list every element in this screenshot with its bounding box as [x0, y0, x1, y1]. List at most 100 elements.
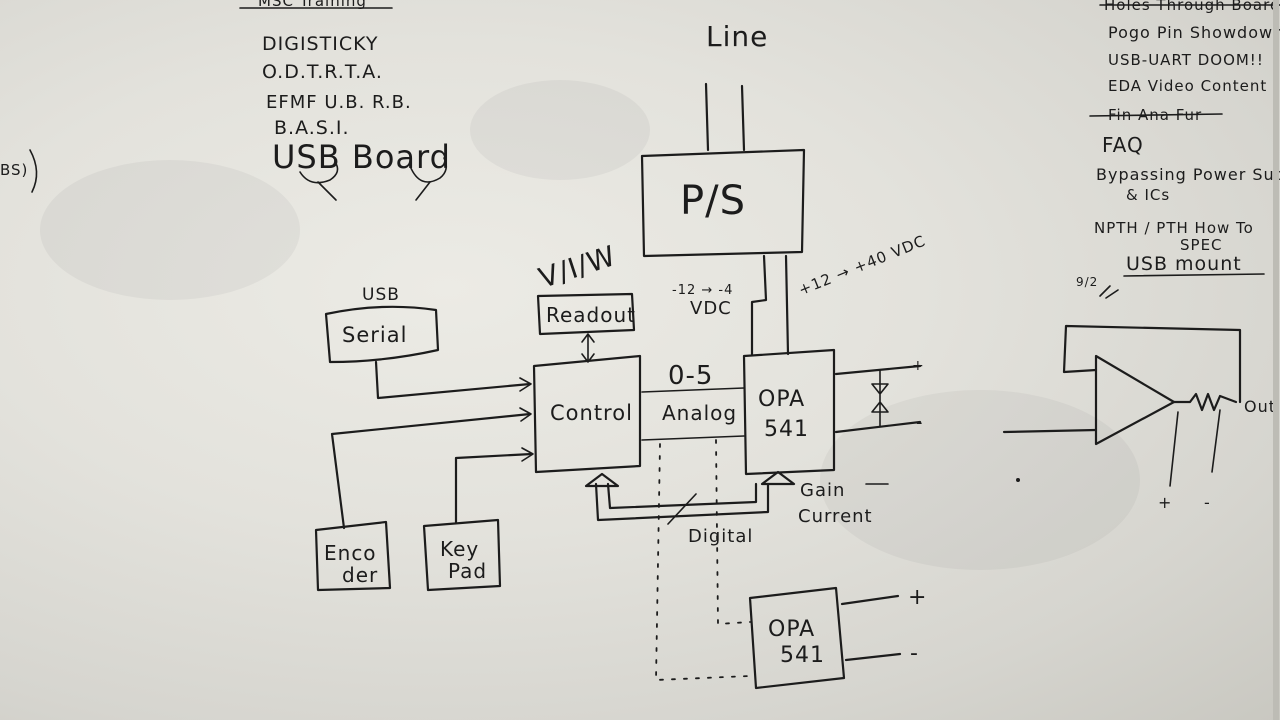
readout-arrow [581, 333, 595, 363]
sense-plus-label: + [1158, 493, 1172, 512]
smudge [470, 80, 650, 180]
keypad-label-b: Pad [448, 559, 487, 583]
readout-box [536, 292, 636, 336]
analog-label: Analog [662, 401, 737, 425]
gain-label: Gain [800, 480, 845, 501]
control-box [532, 354, 642, 474]
supply-wire-pos [784, 254, 790, 356]
usb-board-stem-1 [317, 181, 337, 201]
keypad-label-a: Key [440, 537, 479, 561]
vneg-label: -12 → -4 [672, 283, 733, 298]
serial-box [324, 305, 440, 364]
current-label: Current [798, 506, 873, 527]
opamp-triangle [1094, 354, 1176, 446]
supply-wire-neg [750, 254, 768, 356]
vdc-label: VDC [690, 298, 732, 319]
notes-right-item-7: Bypassing Power Supp [1096, 165, 1280, 184]
notes-right-item-9: NPTH / PTH How To [1094, 219, 1254, 237]
feedback-arrowhead-left [584, 472, 620, 488]
opamp-out-label: Out [1244, 397, 1276, 416]
notes-right-item-11: USB mount [1126, 253, 1242, 275]
notes-right-item-2: Pogo Pin Showdown [1108, 23, 1280, 42]
usb-board-stem-2 [415, 181, 431, 201]
line-label: Line [706, 20, 768, 53]
sense-minus-label: - [1204, 493, 1211, 512]
notes-right-item-1: Holes Through Boards [1104, 0, 1280, 14]
notes-left-item-2: O.D.T.R.T.A. [262, 61, 383, 83]
left-edge-text: BS) [0, 161, 28, 179]
usb-mount-underline [1123, 273, 1265, 277]
dotted-wire-outer [655, 443, 751, 681]
encoder-label-b: der [342, 563, 378, 587]
power-supply-box [640, 148, 806, 258]
analog-line-bottom [641, 435, 745, 441]
bottom-plus-label: + [908, 585, 927, 610]
output-minus-wire [834, 420, 922, 434]
smudge [40, 160, 300, 300]
bus-slash [667, 493, 697, 525]
notes-left-item-5: USB Board [272, 138, 451, 176]
range-label: 0-5 [668, 361, 713, 391]
encoder-arrowhead [519, 407, 532, 422]
analog-line-top [641, 387, 745, 393]
feedback-arrowhead-right [760, 470, 796, 486]
serial-label: Serial [342, 323, 407, 347]
serial-to-control-wire [374, 360, 532, 400]
feedback-loop-outer [594, 482, 770, 522]
usb-board-loop-1 [299, 161, 339, 184]
bottom-output-minus [844, 652, 902, 662]
opa541-top-label-b: 541 [764, 417, 809, 442]
opa541-bottom-label-b: 541 [780, 643, 825, 668]
usb-label: USB [362, 285, 400, 305]
smudge [820, 390, 1140, 570]
shunt-resistor [1172, 392, 1238, 412]
feedback-loop-inner [606, 482, 758, 510]
opamp-feedback-wire [1062, 324, 1242, 404]
opa541-top-box [742, 348, 836, 476]
bottom-minus-label: - [910, 641, 919, 666]
side-mark-ticks [1099, 285, 1119, 299]
keypad-to-control-wire [454, 452, 534, 524]
tvs-diode-symbol [871, 369, 889, 427]
opamp-input-wire [1002, 428, 1098, 434]
output-minus-label: - [916, 412, 924, 433]
usb-board-loop-2 [409, 157, 448, 183]
notes-right-side-mark: 9/2 [1076, 275, 1098, 289]
notes-right-item-10: SPEC [1180, 236, 1223, 254]
strike-2 [1089, 113, 1223, 117]
serial-arrowhead [519, 377, 532, 392]
notes-left-title: MSC Training [258, 0, 367, 10]
notes-right-item-8: & ICs [1126, 186, 1170, 204]
encoder-label-a: Enco [324, 541, 377, 565]
digital-label: Digital [688, 526, 753, 547]
encoder-box [314, 520, 392, 592]
opa541-top-label-a: OPA [758, 387, 805, 412]
line-wire-right [740, 84, 746, 152]
keypad-arrowhead [521, 447, 534, 462]
notes-right-item-6: FAQ [1102, 133, 1144, 157]
readout-label: Readout [546, 303, 636, 327]
encoder-to-control-wire [330, 412, 532, 530]
keypad-box [422, 518, 502, 592]
notes-right-item-3: USB-UART DOOM!! [1108, 51, 1264, 69]
output-plus-wire [834, 364, 922, 376]
stray-dot [1016, 478, 1020, 482]
opa541-bottom-label-a: OPA [768, 617, 815, 642]
vin-label: +12 → +40 VDC [796, 232, 928, 299]
dotted-wire-inner [715, 439, 751, 625]
power-supply-label: P/S [680, 178, 746, 224]
viw-label: V/I/W [535, 239, 620, 295]
sense-leads [1169, 409, 1221, 487]
bottom-output-plus [840, 594, 900, 606]
line-wire-left [704, 82, 710, 152]
output-plus-label: + [912, 358, 925, 374]
control-label: Control [550, 401, 633, 425]
opa541-bottom-box [748, 586, 846, 690]
notes-right-item-4: EDA Video Content [1108, 77, 1267, 95]
notes-left-item-3: EFMF U.B. R.B. [266, 92, 412, 113]
left-edge-paren [29, 149, 38, 193]
notes-left-item-1: DIGISTICKY [262, 33, 379, 55]
notes-left-item-4: B.A.S.I. [274, 117, 350, 139]
